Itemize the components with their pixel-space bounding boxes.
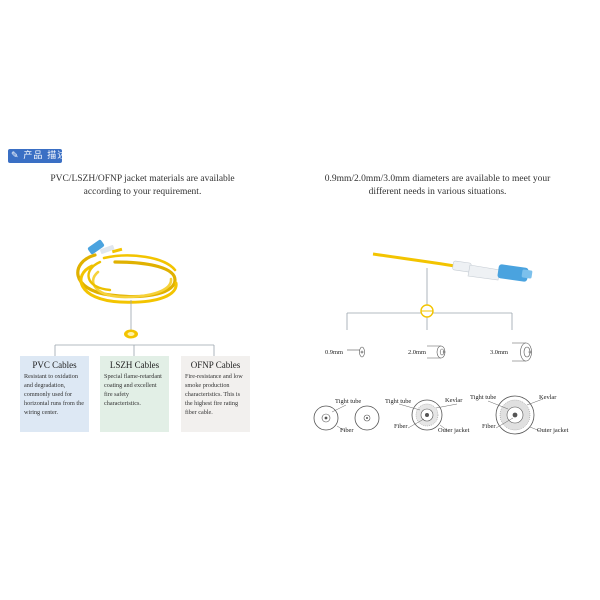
card-text: Fire-resistance and low smoke production… <box>185 373 243 416</box>
left-caption-line2: according to your requirement. <box>83 187 202 197</box>
right-node-marker <box>420 304 434 318</box>
edit-icon: ✎ <box>11 151 20 161</box>
card-title: OFNP Cables <box>190 360 241 370</box>
section-badge: ✎ 产品 描述 <box>8 149 66 163</box>
label-outer-jacket-2: Outer jacket <box>438 427 470 434</box>
diameter-label-0.9mm: 0.9mm <box>325 349 343 356</box>
cable-end-0.9mm <box>347 346 365 358</box>
card-title: PVC Cables <box>32 360 77 370</box>
diameter-label-2.0mm: 2.0mm <box>408 349 426 356</box>
left-node-marker <box>124 329 138 339</box>
card-lszh-cables: LSZH Cables Special flame-retardant coat… <box>100 356 169 432</box>
cross-section-0.9mm <box>313 405 380 431</box>
label-fiber-3: Fiber <box>482 423 496 430</box>
lc-connector-left <box>87 239 123 255</box>
card-text: Resistant to oxidation and degradation, … <box>24 373 84 416</box>
card-text: Special flame-retardant coating and exce… <box>104 373 162 407</box>
left-caption-line1: PVC/LSZH/OFNP jacket materials are avail… <box>50 174 235 184</box>
cable-end-2.0mm <box>427 345 446 359</box>
label-fiber-2: Fiber <box>394 423 408 430</box>
label-fiber-1: Fiber <box>340 427 354 434</box>
cross-section-2.0mm <box>411 399 443 431</box>
label-tight-tube-1: Tight tube <box>335 398 362 405</box>
cross-section-3.0mm <box>495 395 535 435</box>
badge-label: 产品 描述 <box>23 151 68 161</box>
label-tight-tube-2: Tight tube <box>385 398 412 405</box>
card-pvc-cables: PVC Cables Resistant to oxidation and de… <box>20 356 89 432</box>
label-kevlar-3: Kevlar <box>539 394 557 401</box>
straight-cable-image <box>372 252 533 282</box>
cable-end-3.0mm <box>512 342 532 362</box>
right-caption-line2: different needs in various situations. <box>368 187 507 197</box>
left-tree-lines <box>54 300 215 356</box>
label-outer-jacket-3: Outer jacket <box>537 427 569 434</box>
cross-section-leaders <box>331 398 544 432</box>
label-kevlar-2: Kevlar <box>445 397 463 404</box>
label-tight-tube-3: Tight tube <box>470 394 497 401</box>
coiled-cable-image <box>76 253 178 304</box>
right-caption: 0.9mm/2.0mm/3.0mm diameters are availabl… <box>315 173 560 199</box>
right-caption-line1: 0.9mm/2.0mm/3.0mm diameters are availabl… <box>324 174 551 184</box>
card-ofnp-cables: OFNP Cables Fire-resistance and low smok… <box>181 356 250 432</box>
diameter-label-3.0mm: 3.0mm <box>490 349 508 356</box>
left-caption: PVC/LSZH/OFNP jacket materials are avail… <box>20 173 265 199</box>
card-title: LSZH Cables <box>109 360 160 370</box>
